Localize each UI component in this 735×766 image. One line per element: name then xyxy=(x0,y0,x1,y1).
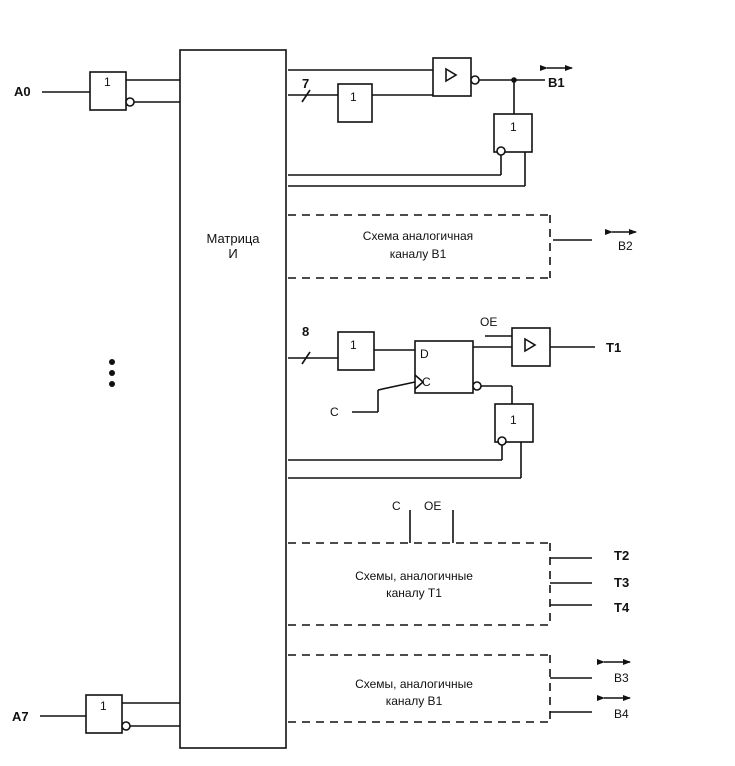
clock-label-group: C xyxy=(392,499,401,513)
output-t3-label: T3 xyxy=(614,575,629,590)
oe-label-t1: OE xyxy=(480,315,497,329)
gate-a7-symbol: 1 xyxy=(100,699,107,713)
input-a7-label: A7 xyxy=(12,709,29,724)
input-a0-inverter xyxy=(42,71,180,111)
output-b2-label: B2 xyxy=(618,239,633,253)
channel-b3-b4-block xyxy=(288,654,592,723)
matrix-label-1: Матрица xyxy=(206,231,260,246)
channel-b1-circuit xyxy=(288,57,545,187)
input-a0-label: A0 xyxy=(14,84,31,99)
oe-label-group: OE xyxy=(424,499,441,513)
output-b3-label: B3 xyxy=(614,671,629,685)
output-b4-label: B4 xyxy=(614,707,629,721)
block-b-line2: каналу B1 xyxy=(386,694,443,708)
channel-b2-block xyxy=(288,214,551,279)
block-b2-line2: каналу B1 xyxy=(390,247,447,261)
output-t2-label: T2 xyxy=(614,548,629,563)
clock-label-t1: C xyxy=(330,405,339,419)
gate-a0-symbol: 1 xyxy=(104,75,111,89)
gate-b1-return: 1 xyxy=(510,120,517,134)
and-matrix-block xyxy=(179,49,287,749)
channel-t1-circuit xyxy=(288,327,595,479)
flipflop-c-label: C xyxy=(422,375,431,389)
input-a7-inverter xyxy=(40,694,180,734)
block-b-line1: Схемы, аналогичные xyxy=(355,677,473,691)
channel-t2-t4-block xyxy=(288,510,592,626)
block-t-line1: Схемы, аналогичные xyxy=(355,569,473,583)
gate-t1-return: 1 xyxy=(510,413,517,427)
gate-b1-or: 1 xyxy=(350,90,357,104)
block-b2-line1: Схема аналогичная xyxy=(363,229,473,243)
block-t-line2: каналу T1 xyxy=(386,586,442,600)
output-t4-label: T4 xyxy=(614,600,630,615)
output-b1-label: B1 xyxy=(548,75,565,90)
bus-t1-count: 8 xyxy=(302,324,309,339)
output-t1-label: T1 xyxy=(606,340,621,355)
flipflop-d-label: D xyxy=(420,347,429,361)
gate-t1-or: 1 xyxy=(350,338,357,352)
bus-b1-count: 7 xyxy=(302,76,309,91)
vertical-ellipsis-icon xyxy=(109,359,115,387)
matrix-label-2: И xyxy=(228,246,237,261)
